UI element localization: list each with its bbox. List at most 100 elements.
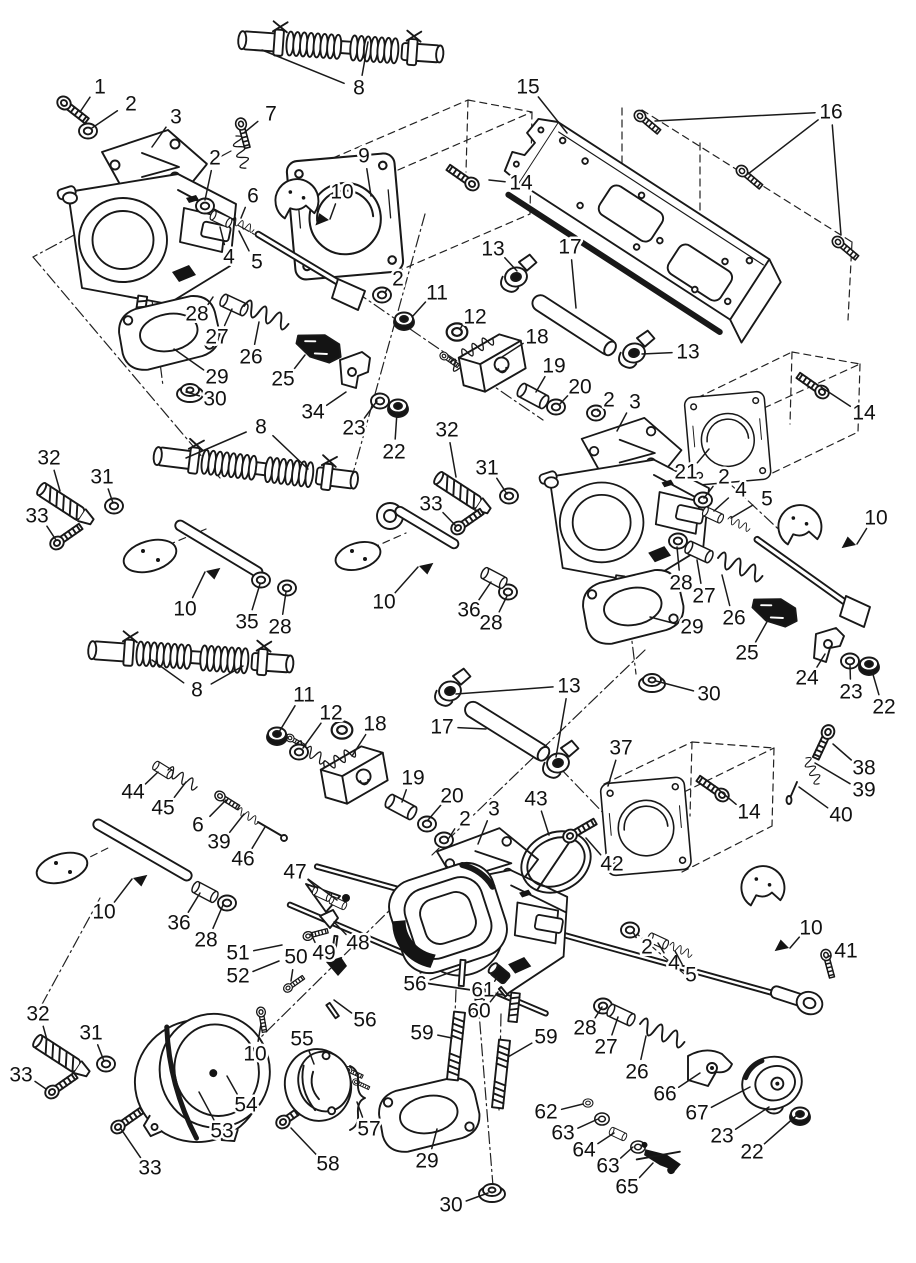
callout-20: 20	[558, 373, 594, 406]
callout-14: 14	[488, 169, 535, 197]
svg-text:61: 61	[471, 979, 494, 1002]
svg-text:55: 55	[290, 1028, 313, 1051]
callout-52: 52	[224, 960, 280, 990]
callout-28: 28	[667, 546, 695, 597]
svg-text:45: 45	[151, 797, 174, 820]
svg-text:30: 30	[439, 1194, 462, 1217]
svg-text:14: 14	[852, 402, 876, 425]
callout-2: 2	[703, 463, 732, 499]
svg-text:5: 5	[761, 488, 773, 511]
svg-text:2: 2	[718, 466, 730, 489]
callout-10: 10	[90, 878, 133, 926]
pump-cover-67	[736, 1050, 807, 1116]
callout-12: 12	[459, 303, 489, 331]
callout-51: 51	[224, 939, 283, 967]
callout-26: 26	[720, 574, 748, 632]
svg-text:9: 9	[358, 145, 370, 168]
svg-text:10: 10	[330, 181, 353, 204]
svg-text:42: 42	[600, 853, 623, 876]
svg-text:8: 8	[255, 416, 267, 439]
svg-text:30: 30	[203, 388, 226, 411]
callout-17: 17	[556, 233, 584, 309]
vent-rod-left	[122, 519, 264, 578]
svg-text:13: 13	[676, 341, 699, 364]
callout-29: 29	[649, 613, 706, 641]
mounting-stud-left	[446, 1010, 466, 1082]
callout-8: 8	[185, 413, 309, 470]
callout-27: 27	[203, 308, 233, 351]
svg-text:10: 10	[864, 507, 887, 530]
svg-text:2: 2	[641, 936, 653, 959]
svg-text:32: 32	[37, 447, 60, 470]
callout-29: 29	[173, 348, 231, 391]
svg-text:43: 43	[524, 788, 547, 811]
svg-text:3: 3	[488, 798, 500, 821]
svg-text:18: 18	[525, 326, 548, 349]
callout-27: 27	[592, 1016, 620, 1061]
callout-28: 28	[266, 591, 294, 641]
callout-10: 10	[370, 566, 419, 616]
callout-28: 28	[571, 1006, 603, 1042]
svg-text:34: 34	[301, 401, 325, 424]
svg-text:28: 28	[669, 572, 692, 595]
callout-29: 29	[413, 1128, 441, 1175]
callout-49: 49	[310, 933, 338, 967]
callout-13: 13	[455, 672, 583, 758]
throttle-bellcrank	[305, 883, 511, 1020]
svg-text:27: 27	[594, 1036, 617, 1059]
callout-67: 67	[683, 1086, 751, 1127]
svg-text:65: 65	[615, 1176, 638, 1199]
svg-text:35: 35	[235, 611, 258, 634]
callout-65: 65	[613, 1162, 654, 1201]
svg-text:67: 67	[685, 1102, 708, 1125]
callout-36: 36	[455, 581, 492, 624]
callout-40: 40	[798, 786, 855, 829]
callout-22: 22	[380, 411, 408, 466]
callout-2: 2	[448, 805, 473, 839]
svg-text:66: 66	[653, 1083, 676, 1106]
svg-text:21: 21	[674, 461, 697, 484]
callout-28: 28	[183, 296, 214, 328]
callout-33: 33	[7, 1061, 47, 1090]
callout-33: 33	[417, 490, 457, 527]
callout-50: 50	[282, 943, 310, 982]
callout-64: 64	[570, 1132, 615, 1164]
callout-28: 28	[192, 904, 224, 954]
callout-66: 66	[651, 1072, 701, 1108]
svg-text:41: 41	[834, 940, 857, 963]
callout-10: 10	[241, 1023, 269, 1068]
callout-10: 10	[856, 504, 890, 545]
throttle-cable-bottom	[86, 627, 296, 679]
callout-5: 5	[238, 230, 265, 276]
callout-24: 24	[793, 653, 826, 692]
svg-text:20: 20	[568, 376, 591, 399]
callout-5: 5	[674, 950, 699, 989]
callout-48: 48	[333, 921, 372, 957]
svg-text:2: 2	[392, 268, 404, 291]
callout-42: 42	[585, 837, 626, 878]
plate-screw-icon	[631, 107, 664, 137]
callout-47: 47	[281, 858, 338, 901]
svg-text:29: 29	[415, 1150, 438, 1173]
callout-3: 3	[477, 795, 502, 845]
svg-text:16: 16	[819, 101, 842, 124]
svg-text:1: 1	[94, 76, 106, 99]
callout-59: 59	[408, 1019, 453, 1047]
svg-text:59: 59	[534, 1026, 557, 1049]
callout-16: 16	[654, 98, 845, 236]
callout-58: 58	[290, 1127, 342, 1178]
svg-text:26: 26	[722, 607, 745, 630]
callout-13: 13	[641, 338, 702, 366]
svg-text:57: 57	[357, 1118, 380, 1141]
svg-text:39: 39	[207, 831, 230, 854]
svg-text:11: 11	[426, 282, 448, 305]
svg-text:19: 19	[542, 355, 565, 378]
svg-text:6: 6	[247, 185, 259, 208]
svg-text:17: 17	[558, 236, 581, 259]
callout-53: 53	[198, 1091, 236, 1145]
svg-text:37: 37	[609, 737, 632, 760]
svg-text:26: 26	[625, 1061, 648, 1084]
callout-19: 19	[535, 352, 568, 393]
